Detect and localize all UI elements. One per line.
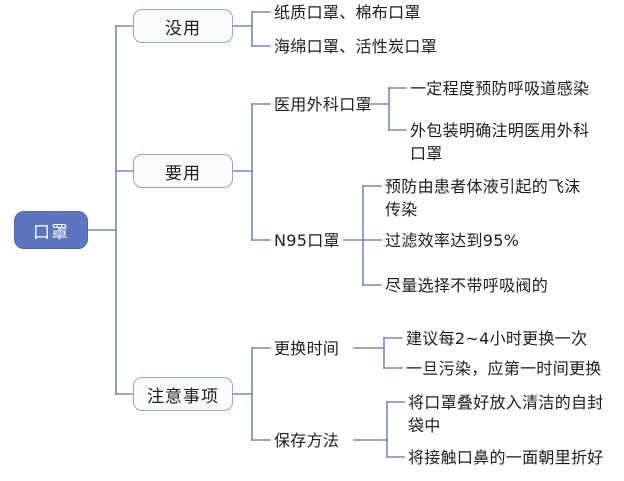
root-node-label: 口罩 (33, 222, 69, 243)
leaf-n95-1: 预防由患者体液引起的飞沫 传染 (385, 177, 581, 219)
leaf-genghuan-1: 建议每2~4小时更换一次 (406, 329, 588, 348)
branch-node-yaoyong[interactable]: 要用 (133, 154, 233, 188)
leaf-genghuan-2: 一旦污染，应第一时间更换 (406, 359, 602, 378)
branch-node-zhuyi[interactable]: 注意事项 (133, 377, 233, 411)
branch-node-zhuyi-label: 注意事项 (147, 386, 219, 407)
leaf-n95-2: 过滤效率达到95% (385, 231, 520, 250)
leaf-baocun-2: 将接触口鼻的一面朝里折好 (408, 448, 604, 467)
root-node[interactable]: 口罩 (14, 211, 88, 249)
leaf-n95-3: 尽量选择不带呼吸阀的 (385, 276, 549, 295)
branch-node-meiyong[interactable]: 没用 (133, 9, 233, 43)
leaf-yiyong-waike-1: 一定程度预防呼吸道感染 (410, 79, 590, 98)
subnode-yiyong-waike[interactable]: 医用外科口罩 (274, 95, 372, 114)
subnode-genghuan-shijian[interactable]: 更换时间 (274, 339, 340, 358)
leaf-meiyong-2: 海绵口罩、活性炭口罩 (274, 37, 438, 56)
branch-node-meiyong-label: 没用 (165, 18, 201, 39)
leaf-baocun-1: 将口罩叠好放入清洁的自封 袋中 (408, 393, 604, 435)
branch-node-yaoyong-label: 要用 (165, 163, 201, 184)
leaf-meiyong-1: 纸质口罩、棉布口罩 (274, 3, 421, 22)
leaf-yiyong-waike-2: 外包装明确注明医用外科 口罩 (410, 121, 590, 163)
subnode-n95[interactable]: N95口罩 (274, 231, 340, 250)
subnode-baocun-fangfa[interactable]: 保存方法 (274, 431, 340, 450)
